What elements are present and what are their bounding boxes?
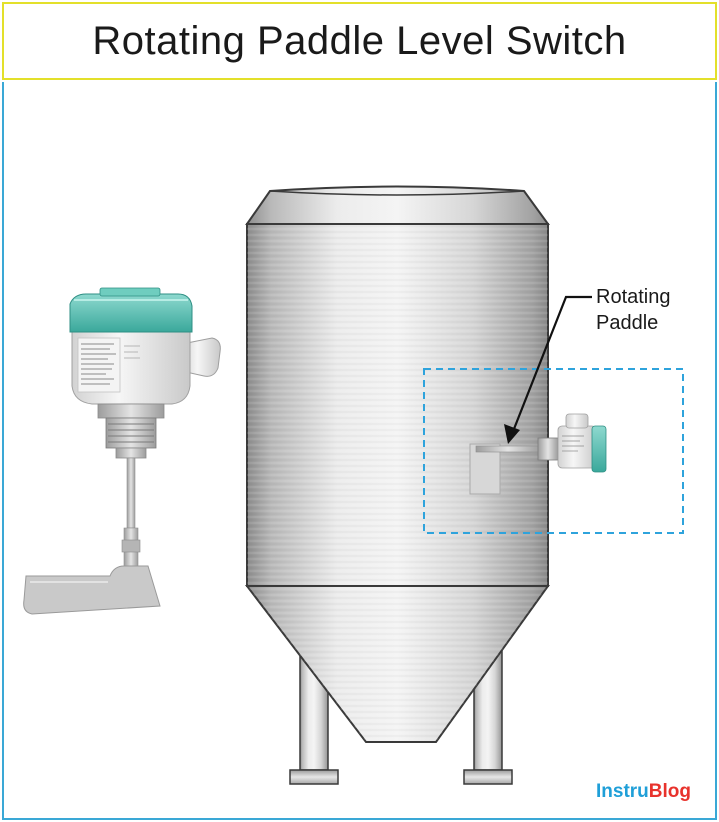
callout-label: Rotating Paddle: [596, 284, 671, 336]
callout-arrow: [504, 295, 592, 444]
callout-line-1: Rotating: [596, 286, 671, 308]
title-bar: Rotating Paddle Level Switch: [2, 2, 717, 80]
brand-logo: InstruBlog: [596, 781, 691, 803]
diagram-frame: [2, 82, 717, 820]
callout-line-2: Paddle: [596, 312, 659, 334]
mounted-switch: [469, 413, 607, 495]
level-switch-photo: [23, 287, 221, 615]
highlight-box: [423, 368, 684, 534]
brand-part-1: Instru: [596, 781, 649, 802]
storage-silo: [244, 185, 550, 785]
page-title: Rotating Paddle Level Switch: [92, 18, 627, 63]
brand-part-2: Blog: [648, 781, 691, 802]
